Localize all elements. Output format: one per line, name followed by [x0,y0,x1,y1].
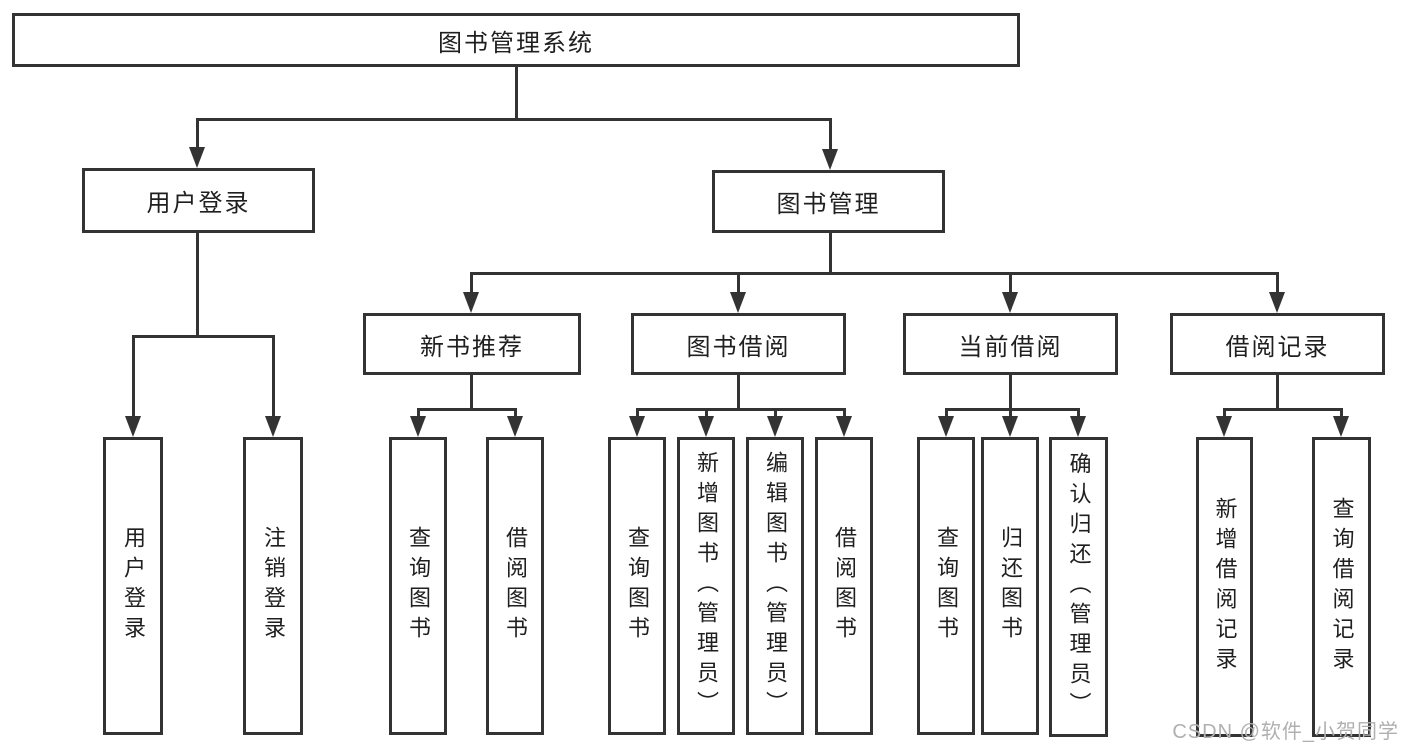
leaf-user-login: 用户登录 [103,437,163,735]
connector-book-mgmt-stub [829,233,832,275]
connector-drop-user-login [196,118,199,149]
leaf-query-books-current-label: 查询图书 [934,526,959,646]
connector-root-rail [196,118,832,121]
leaf-borrow-books-recommend-label: 借阅图书 [503,526,528,646]
node-new-book-recommend: 新书推荐 [363,313,581,375]
connector-drop-cb-confirm [1077,408,1080,418]
connector-user-login-rail [132,335,275,338]
connector-drop-bb-edit [774,408,777,418]
connector-book-borrow-stub [737,375,740,411]
connector-drop-br-add [1223,408,1226,418]
connector-current-borrow-rail [945,408,1080,411]
connector-drop-cb-return [1009,408,1012,418]
leaf-add-borrow-record: 新增借阅记录 [1196,437,1253,737]
connector-root-stub [515,67,518,120]
arrowhead-leaf-logout [265,416,281,437]
arrowhead-br-query [1333,416,1349,437]
leaf-add-borrow-record-label: 新增借阅记录 [1212,497,1238,677]
connector-drop-book-borrow [737,272,740,294]
leaf-query-borrow-record-label: 查询借阅记录 [1329,497,1355,677]
arrowhead-rec-query [410,416,426,437]
leaf-borrow-books-label: 借阅图书 [832,526,857,646]
connector-new-book-stub [470,375,473,411]
arrowhead-bb-edit [767,416,783,437]
arrowhead-borrow-record [1269,292,1285,313]
connector-drop-bb-add [705,408,708,418]
leaf-query-books-borrow: 查询图书 [608,437,666,735]
arrowhead-bb-borrow [836,416,852,437]
leaf-query-books-recommend: 查询图书 [389,437,447,735]
connector-drop-current-borrow [1009,272,1012,294]
node-borrowing-records: 借阅记录 [1170,313,1385,375]
connector-drop-rec-borrow [514,408,517,418]
connector-drop-borrow-record [1276,272,1279,294]
arrowhead-bb-add [698,416,714,437]
connector-user-login-stub [196,233,199,337]
connector-drop-cb-query [945,408,948,418]
leaf-add-book-admin: 新增图书（管理员） [677,437,735,735]
leaf-query-books-recommend-label: 查询图书 [406,526,431,646]
leaf-borrow-books-recommend: 借阅图书 [486,437,544,735]
arrowhead-cb-return [1002,416,1018,437]
leaf-return-books: 归还图书 [981,437,1039,735]
node-user-login: 用户登录 [82,168,315,233]
arrowhead-book-management [822,149,838,170]
arrowhead-br-add [1216,416,1232,437]
leaf-confirm-return-admin-label: 确认归还（管理员） [1066,452,1092,722]
connector-borrow-record-stub [1276,375,1279,411]
connector-book-borrow-rail [636,408,845,411]
node-book-borrowing: 图书借阅 [631,313,846,375]
leaf-logout-login: 注销登录 [243,437,303,735]
connector-drop-leaf-user-login [132,335,135,418]
connector-drop-book-management [829,118,832,151]
connector-book-mgmt-rail [470,272,1278,275]
arrowhead-user-login [189,147,205,168]
arrowhead-bb-query [629,416,645,437]
leaf-user-login-label: 用户登录 [121,526,146,646]
arrowhead-cb-confirm [1070,416,1086,437]
leaf-query-borrow-record: 查询借阅记录 [1312,437,1371,737]
arrowhead-current-borrow [1002,292,1018,313]
leaf-edit-book-admin: 编辑图书（管理员） [746,437,804,735]
arrowhead-cb-query [938,416,954,437]
connector-drop-leaf-logout [272,335,275,418]
leaf-return-books-label: 归还图书 [998,526,1023,646]
node-current-borrowing: 当前借阅 [903,313,1118,375]
node-library-management-system: 图书管理系统 [12,13,1020,67]
connector-borrow-record-rail [1223,408,1343,411]
connector-drop-bb-borrow [843,408,846,418]
leaf-query-books-current: 查询图书 [917,437,975,735]
connector-drop-br-query [1340,408,1343,418]
leaf-add-book-admin-label: 新增图书（管理员） [694,451,719,721]
leaf-confirm-return-admin: 确认归还（管理员） [1049,437,1108,737]
arrowhead-book-borrow [730,292,746,313]
arrowhead-new-book [463,292,479,313]
connector-new-book-rail [417,408,517,411]
csdn-watermark: CSDN @软件_小贺同学 [1172,721,1399,743]
leaf-borrow-books: 借阅图书 [815,437,873,735]
arrowhead-leaf-user-login [125,416,141,437]
leaf-edit-book-admin-label: 编辑图书（管理员） [763,451,788,721]
leaf-query-books-borrow-label: 查询图书 [625,526,650,646]
connector-drop-new-book [470,272,473,294]
connector-drop-rec-query [417,408,420,418]
connector-current-borrow-stub [1009,375,1012,411]
connector-drop-bb-query [636,408,639,418]
arrowhead-rec-borrow [507,416,523,437]
node-book-management: 图书管理 [712,170,945,233]
leaf-logout-login-label: 注销登录 [261,526,286,646]
